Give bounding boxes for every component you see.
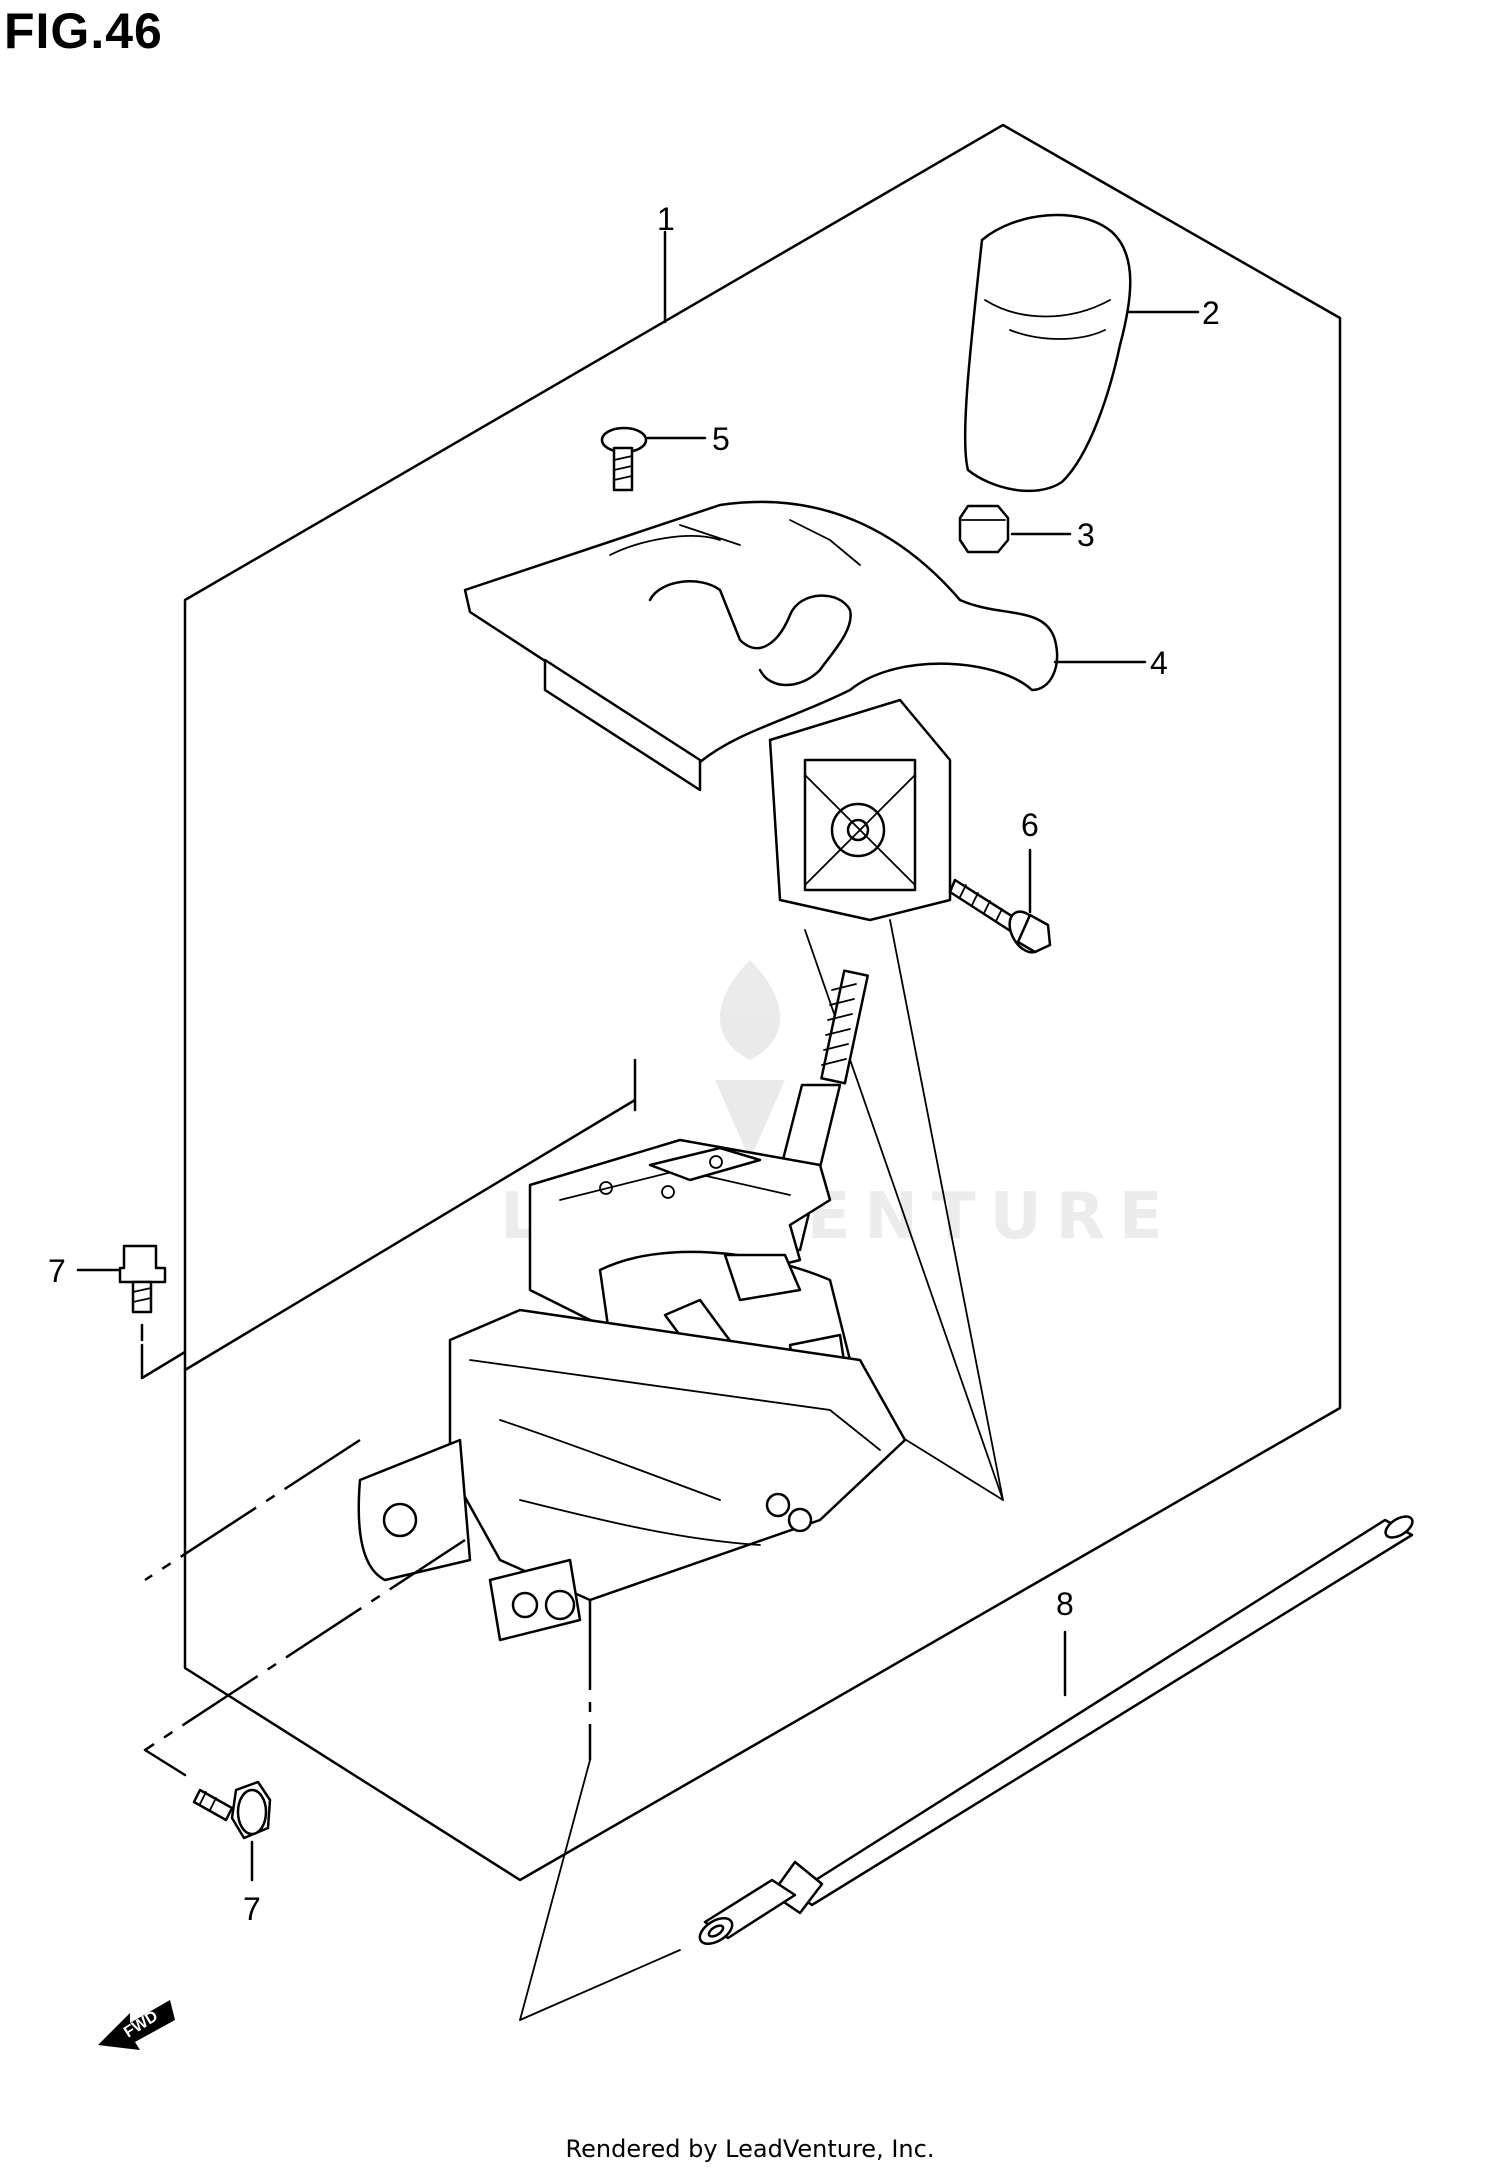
part-4-indicator-cover xyxy=(463,500,1147,922)
assembly-outline xyxy=(183,123,1342,1882)
callout-7-lower: 7 xyxy=(243,1891,261,1927)
part-5-screw xyxy=(600,426,707,492)
footer-credit: Rendered by LeadVenture, Inc. xyxy=(565,2135,935,2163)
callout-8: 8 xyxy=(1056,1586,1074,1622)
callout-2: 2 xyxy=(1202,295,1220,331)
watermark-flame-icon xyxy=(715,960,785,1160)
part-6-bolt xyxy=(948,848,1052,954)
part-2-shift-knob xyxy=(963,213,1200,493)
part-7-bolt-upper xyxy=(76,1244,167,1342)
figure-title: FIG.46 xyxy=(4,3,163,59)
callout-4: 4 xyxy=(1150,645,1168,681)
part-8-rod xyxy=(698,1515,1414,1946)
part-1-shift-lever-base xyxy=(357,969,1004,1642)
callout-7-upper: 7 xyxy=(48,1253,66,1289)
part-7-bolt-lower xyxy=(192,1780,272,1882)
callout-1: 1 xyxy=(657,201,675,237)
fwd-arrow-icon: FWD xyxy=(98,2000,175,2050)
part-3-nut xyxy=(958,504,1072,554)
callout-5: 5 xyxy=(712,421,730,457)
callout-3: 3 xyxy=(1077,517,1095,553)
callout-6: 6 xyxy=(1021,807,1039,843)
